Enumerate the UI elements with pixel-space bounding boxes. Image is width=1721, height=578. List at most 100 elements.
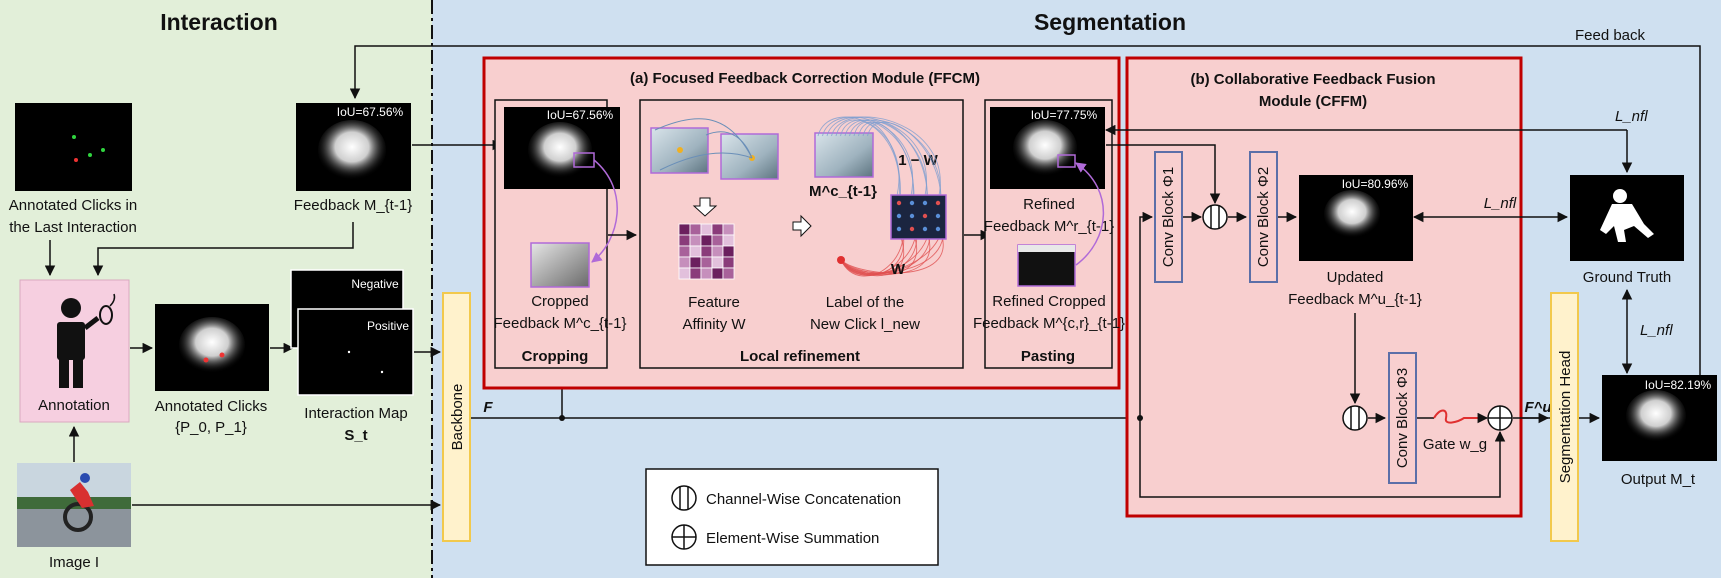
- target-dot: [896, 200, 902, 206]
- annotator-icon: [57, 293, 116, 388]
- target-dot: [922, 213, 928, 219]
- interaction-map-label-1: Interaction Map: [304, 405, 407, 422]
- affinity-cell: [689, 256, 702, 269]
- gate-label: Gate w_g: [1423, 436, 1487, 453]
- ground-truth-label: Ground Truth: [1583, 269, 1671, 286]
- affinity-cell: [689, 245, 702, 258]
- right-arrow-icon: [792, 214, 812, 238]
- blue-arc: [840, 119, 914, 215]
- refined-cropped-highlight: [1018, 245, 1075, 252]
- arrow-feature-conv1: [1139, 211, 1154, 418]
- affinity-cell: [678, 234, 691, 247]
- output-label: Output M_t: [1621, 471, 1696, 488]
- output-mask: [1626, 390, 1686, 442]
- target-dot: [896, 213, 902, 219]
- cffm-module: [1125, 56, 1523, 518]
- image-label: Image I: [49, 554, 99, 571]
- blue-arc: [831, 116, 941, 201]
- pasting-section-label: Pasting: [1021, 348, 1075, 365]
- click-dot: [101, 148, 105, 152]
- affinity-cell: [700, 267, 713, 280]
- click-dot: [88, 153, 92, 157]
- feedback-loop-arrow: [349, 45, 1701, 394]
- label-click-2: New Click l_new: [810, 316, 920, 333]
- affinity-cell: [711, 245, 724, 258]
- crop-label-2: Feedback M^c_{t-1}: [494, 315, 627, 332]
- affinity-cell: [678, 223, 691, 236]
- last-clicks-label-2: the Last Interaction: [9, 219, 137, 236]
- mc-patch: [814, 132, 874, 178]
- affinity-cell: [722, 234, 735, 247]
- click-dot: [72, 135, 76, 139]
- affinity-cell: [711, 234, 724, 247]
- loss-bottom-label: L_nfl: [1640, 322, 1673, 339]
- affinity-cell: [722, 245, 735, 258]
- blue-arc: [835, 119, 901, 215]
- target-grid-dots: [896, 200, 941, 232]
- interaction-title: Interaction: [160, 9, 278, 35]
- query-point: [677, 147, 683, 153]
- backbone-label: Backbone: [449, 384, 466, 451]
- affinity-cell: [711, 256, 724, 269]
- affinity-curve: [659, 152, 753, 171]
- target-dot: [935, 226, 941, 232]
- updated-label-1: Updated: [1327, 269, 1384, 286]
- cropping-section-label: Cropping: [522, 348, 589, 365]
- cropping-iou: IoU=67.56%: [547, 108, 614, 122]
- red-arc: [840, 225, 944, 274]
- feedback-mask: [318, 120, 386, 180]
- pasting-iou: IoU=77.75%: [1031, 108, 1098, 122]
- refined-label-2: Feedback M^r_{t-1}: [984, 218, 1114, 235]
- w-label: W: [891, 261, 906, 278]
- affinity-cell: [678, 245, 691, 258]
- last-clicks-image: [15, 103, 132, 191]
- label-click-1: Label of the: [826, 294, 904, 311]
- affinity-curve: [654, 118, 753, 159]
- legend-sum-label: Element-Wise Summation: [706, 530, 879, 547]
- affinity-label-1: Feature: [688, 294, 740, 311]
- refined-crop-label-1: Refined Cropped: [992, 293, 1105, 310]
- click-dot: [380, 370, 384, 374]
- input-image-wheel: [63, 502, 93, 532]
- positive-map: [297, 308, 414, 396]
- segmentation-head-label: Segmentation Head: [1557, 351, 1574, 484]
- ground-truth-figure: [1600, 189, 1654, 242]
- negative-label: Negative: [351, 277, 399, 291]
- concat-symbol-2: [1342, 405, 1368, 431]
- cffm-title-1: (b) Collaborative Feedback Fusion: [1190, 71, 1435, 88]
- affinity-cell: [700, 234, 713, 247]
- annotated-clicks-label: Annotated Clicks: [155, 398, 268, 415]
- annotated-mask: [179, 317, 245, 373]
- legend-box: [645, 468, 939, 566]
- affinity-cell: [700, 256, 713, 269]
- ffcm-title: (a) Focused Feedback Correction Module (…: [630, 70, 980, 87]
- click-dot: [219, 352, 225, 358]
- loss-top-label: L_nfl: [1615, 108, 1648, 125]
- conv-block-3: [1388, 352, 1417, 484]
- concat-symbol-1: [1202, 204, 1228, 230]
- click-dot: [74, 158, 78, 162]
- input-image-helmet: [80, 473, 90, 483]
- junction-dot: [559, 415, 565, 421]
- feedback-label: Feedback M_{t-1}: [294, 197, 412, 214]
- arrow-refined-concat: [1106, 144, 1221, 205]
- feedback-loop-label: Feed back: [1575, 27, 1646, 44]
- conv1-label: Conv Block Φ1: [1160, 167, 1177, 267]
- loss-mid-label: L_nfl: [1484, 195, 1517, 212]
- click-dot: [347, 350, 351, 354]
- feedback-iou: IoU=67.56%: [337, 105, 404, 119]
- affinity-cell: [700, 223, 713, 236]
- legend-concat-label: Channel-Wise Concatenation: [706, 491, 901, 508]
- click-dot: [203, 357, 209, 363]
- refined-crop-label-2: Feedback M^{c,r}_{t-1}: [973, 315, 1125, 332]
- cropping-mask: [528, 122, 592, 178]
- crop-label-1: Cropped: [531, 293, 589, 310]
- arrow-feedback-annotation: [92, 222, 354, 277]
- affinity-cell: [678, 256, 691, 269]
- affinity-cell: [711, 223, 724, 236]
- input-image-rider: [70, 482, 94, 508]
- paste-region: [1057, 154, 1076, 168]
- gate-icon: [1433, 409, 1482, 424]
